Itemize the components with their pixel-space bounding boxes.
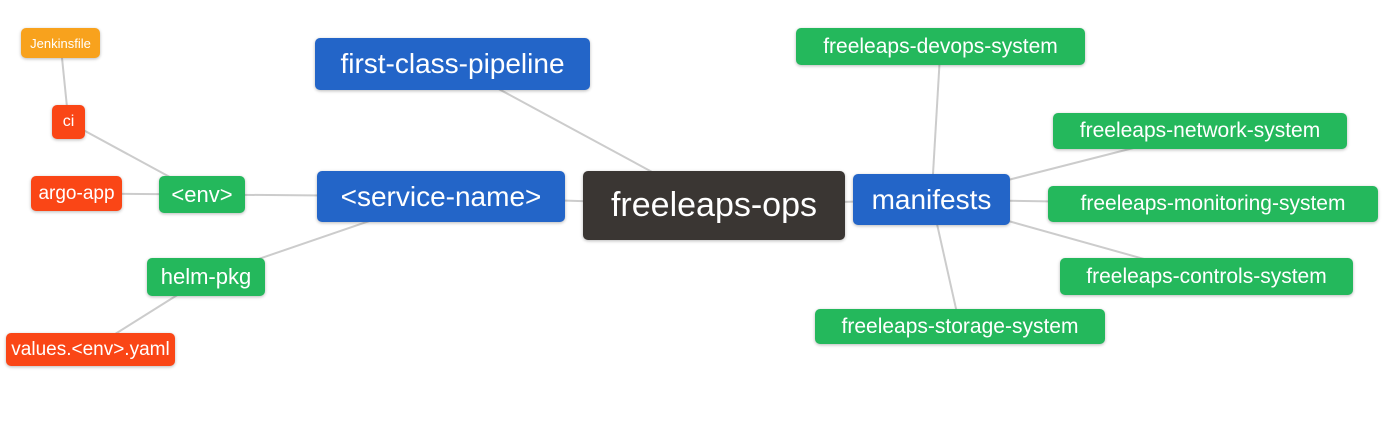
node-ci[interactable]: ci: [52, 105, 85, 139]
node-service-name[interactable]: <service-name>: [317, 171, 565, 222]
node-freeleaps-monitoring-system[interactable]: freeleaps-monitoring-system: [1048, 186, 1378, 222]
node-first-class-pipeline[interactable]: first-class-pipeline: [315, 38, 590, 90]
node-manifests[interactable]: manifests: [853, 174, 1010, 225]
node-freeleaps-devops-system[interactable]: freeleaps-devops-system: [796, 28, 1085, 65]
node-env[interactable]: <env>: [159, 176, 245, 213]
node-values-env-yaml[interactable]: values.<env>.yaml: [6, 333, 175, 366]
node-freeleaps-network-system[interactable]: freeleaps-network-system: [1053, 113, 1347, 149]
node-freeleaps-storage-system[interactable]: freeleaps-storage-system: [815, 309, 1105, 344]
node-freeleaps-controls-system[interactable]: freeleaps-controls-system: [1060, 258, 1353, 295]
node-freeleaps-ops[interactable]: freeleaps-ops: [583, 171, 845, 240]
node-jenkinsfile[interactable]: Jenkinsfile: [21, 28, 100, 58]
node-helm-pkg[interactable]: helm-pkg: [147, 258, 265, 296]
node-argo-app[interactable]: argo-app: [31, 176, 122, 211]
